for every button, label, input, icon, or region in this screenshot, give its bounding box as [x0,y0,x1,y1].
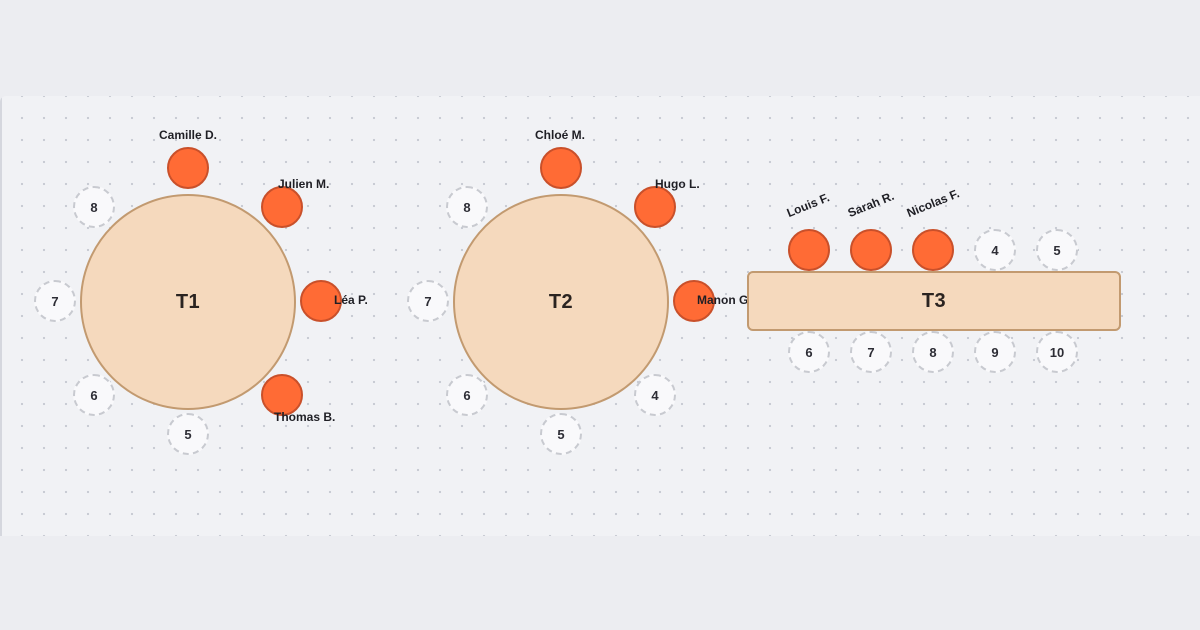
seat-t1-empty-7[interactable]: 7 [34,280,76,322]
seat-t3-empty-7[interactable]: 7 [850,331,892,373]
guest-name-t1-camille: Camille D. [159,128,218,142]
table-t1-label: T1 [175,290,201,313]
guest-name-t1-julien: Julien M. [278,177,330,191]
seat-t2-empty-8[interactable]: 8 [446,186,488,228]
seat-t3-empty-8[interactable]: 8 [912,331,954,373]
seat-t1-empty-5[interactable]: 5 [167,413,209,455]
seat-t1-empty-6[interactable]: 6 [73,374,115,416]
guest-name-t2-chloe: Chloé M. [535,128,585,142]
seat-t1-camille[interactable] [167,147,209,189]
seat-t3-empty-4[interactable]: 4 [974,229,1016,271]
seat-t3-nicolas[interactable] [912,229,954,271]
guest-name-t3-louis: Louis F. [784,190,832,220]
seat-t2-empty-5[interactable]: 5 [540,413,582,455]
guest-name-t1-lea: Léa P. [334,293,368,307]
table-t3[interactable]: T3 [747,271,1121,331]
guest-name-t1-thomas: Thomas B. [274,410,336,424]
guest-name-t2-hugo: Hugo L. [655,177,700,191]
canvas-edge [0,96,2,536]
seat-t2-empty-6[interactable]: 6 [446,374,488,416]
seating-canvas[interactable]: T1 Camille D. Julien M. Léa P. Thomas B.… [0,96,1200,536]
seat-t2-chloe[interactable] [540,147,582,189]
guest-name-t3-nicolas: Nicolas F. [904,186,962,220]
guest-name-t3-sarah: Sarah R. [845,188,897,220]
seat-t1-thomas[interactable] [261,374,303,416]
seat-t2-hugo[interactable] [634,186,676,228]
seat-t1-julien[interactable] [261,186,303,228]
seat-t2-empty-4[interactable]: 4 [634,374,676,416]
seat-t3-empty-5[interactable]: 5 [1036,229,1078,271]
guest-name-t2-manon: Manon G. [697,293,752,307]
seat-t1-lea[interactable] [300,280,342,322]
seat-t3-empty-10[interactable]: 10 [1036,331,1078,373]
seat-t3-sarah[interactable] [850,229,892,271]
seat-t2-manon[interactable] [673,280,715,322]
table-t2[interactable]: T2 [453,194,669,410]
seat-t3-louis[interactable] [788,229,830,271]
table-t2-label: T2 [548,290,574,313]
seat-t3-empty-9[interactable]: 9 [974,331,1016,373]
seat-t1-empty-8[interactable]: 8 [73,186,115,228]
table-t3-label: T3 [921,289,947,312]
seat-t3-empty-6[interactable]: 6 [788,331,830,373]
seat-t2-empty-7[interactable]: 7 [407,280,449,322]
table-t1[interactable]: T1 [80,194,296,410]
